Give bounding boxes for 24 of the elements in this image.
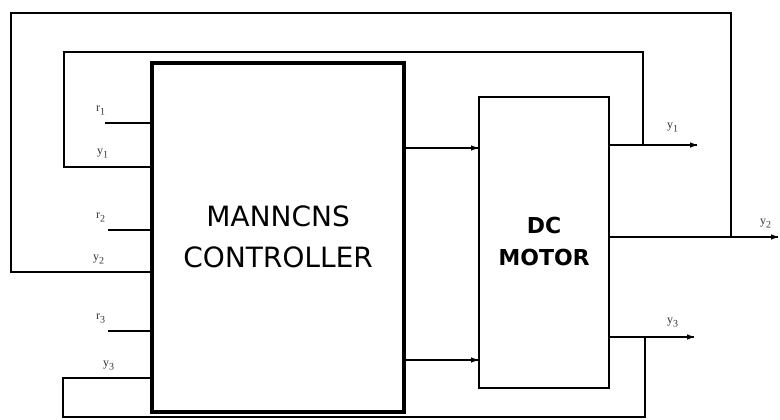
signal-line — [62, 336, 646, 418]
signal-label: y$_{3}$ — [667, 313, 678, 330]
signal-label: r$_{3}$ — [96, 309, 105, 326]
signal-line — [108, 229, 150, 231]
signal-line — [105, 122, 150, 124]
signal-label: r$_{1}$ — [96, 101, 105, 118]
controller-block — [150, 61, 406, 414]
signal-label: r$_{2}$ — [96, 208, 105, 224]
arrow — [610, 142, 697, 148]
signal-label: y$_{2}$ — [760, 214, 771, 230]
signal-label: y$_{2}$ — [93, 250, 104, 266]
signal-label: y$_{3}$ — [103, 356, 114, 372]
motor-block — [478, 96, 610, 389]
arrow — [406, 357, 478, 363]
signal-label: y$_{1}$ — [667, 118, 678, 134]
block-label: MANNCNS CONTROLLER — [182, 198, 374, 276]
signal-line — [63, 51, 644, 168]
signal-line — [108, 330, 150, 332]
arrow — [610, 334, 694, 340]
signal-line — [10, 12, 732, 273]
arrow — [406, 145, 478, 151]
block-label: DC MOTOR — [497, 212, 591, 272]
signal-label: y$_{1}$ — [97, 144, 108, 160]
arrow — [610, 234, 778, 240]
